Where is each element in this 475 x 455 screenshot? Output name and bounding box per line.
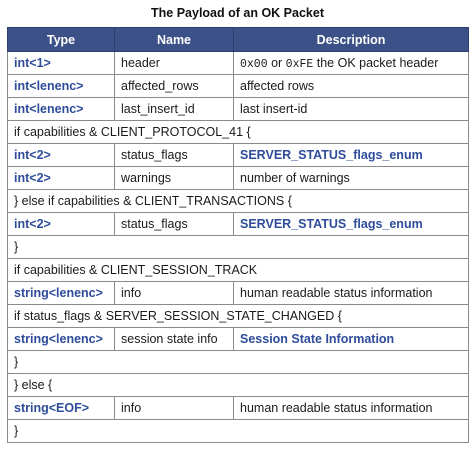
column-header-type: Type [7,27,115,52]
condition-cell: } else { [7,373,469,397]
description-link[interactable]: SERVER_STATUS_flags_enum [233,143,469,167]
type-cell: string<EOF> [7,396,115,420]
type-cell: int<lenenc> [7,74,115,98]
condition-row: if capabilities & CLIENT_PROTOCOL_41 { [7,120,469,144]
type-cell: int<1> [7,51,115,75]
type-cell: int<lenenc> [7,97,115,121]
column-header-name: Name [114,27,234,52]
description-cell: human readable status information [233,396,469,420]
header-row: Type Name Description [7,27,469,52]
table-row: string<lenenc> info human readable statu… [7,281,469,305]
condition-cell: if status_flags & SERVER_SESSION_STATE_C… [7,304,469,328]
condition-cell: } [7,235,469,259]
ok-packet-table: Type Name Description int<1> header 0x00… [7,27,469,443]
description-cell: 0x00 or 0xFE the OK packet header [233,51,469,75]
condition-row: } else { [7,373,469,397]
name-cell: status_flags [114,143,234,167]
description-cell: affected rows [233,74,469,98]
condition-row: } [7,235,469,259]
table-row: int<lenenc> last_insert_id last insert-i… [7,97,469,121]
description-text: the OK packet header [313,55,439,70]
condition-row: if status_flags & SERVER_SESSION_STATE_C… [7,304,469,328]
table-row: int<2> status_flags SERVER_STATUS_flags_… [7,143,469,167]
description-link[interactable]: SERVER_STATUS_flags_enum [233,212,469,236]
code-value: 0x00 [240,57,268,71]
name-cell: warnings [114,166,234,190]
name-cell: affected_rows [114,74,234,98]
condition-row: } else if capabilities & CLIENT_TRANSACT… [7,189,469,213]
table-row: string<lenenc> session state info Sessio… [7,327,469,351]
type-cell: string<lenenc> [7,281,115,305]
table-caption: The Payload of an OK Packet [151,6,324,20]
condition-row: if capabilities & CLIENT_SESSION_TRACK [7,258,469,282]
code-value: 0xFE [285,57,314,71]
name-cell: info [114,396,234,420]
description-link[interactable]: Session State Information [233,327,469,351]
type-cell: int<2> [7,166,115,190]
column-header-description: Description [233,27,469,52]
condition-cell: if capabilities & CLIENT_PROTOCOL_41 { [7,120,469,144]
condition-cell: } else if capabilities & CLIENT_TRANSACT… [7,189,469,213]
condition-cell: } [7,419,469,443]
table-row: int<2> status_flags SERVER_STATUS_flags_… [7,212,469,236]
type-cell: int<2> [7,143,115,167]
name-cell: status_flags [114,212,234,236]
condition-row: } [7,350,469,374]
description-cell: last insert-id [233,97,469,121]
description-cell: human readable status information [233,281,469,305]
table-row: int<1> header 0x00 or 0xFE the OK packet… [7,51,469,75]
type-cell: int<2> [7,212,115,236]
name-cell: info [114,281,234,305]
name-cell: last_insert_id [114,97,234,121]
condition-cell: } [7,350,469,374]
table-row: int<lenenc> affected_rows affected rows [7,74,469,98]
type-cell: string<lenenc> [7,327,115,351]
description-cell: number of warnings [233,166,469,190]
table-row: int<2> warnings number of warnings [7,166,469,190]
name-cell: session state info [114,327,234,351]
condition-row: } [7,419,469,443]
description-text: or [267,55,286,70]
table-row: string<EOF> info human readable status i… [7,396,469,420]
name-cell: header [114,51,234,75]
condition-cell: if capabilities & CLIENT_SESSION_TRACK [7,258,469,282]
